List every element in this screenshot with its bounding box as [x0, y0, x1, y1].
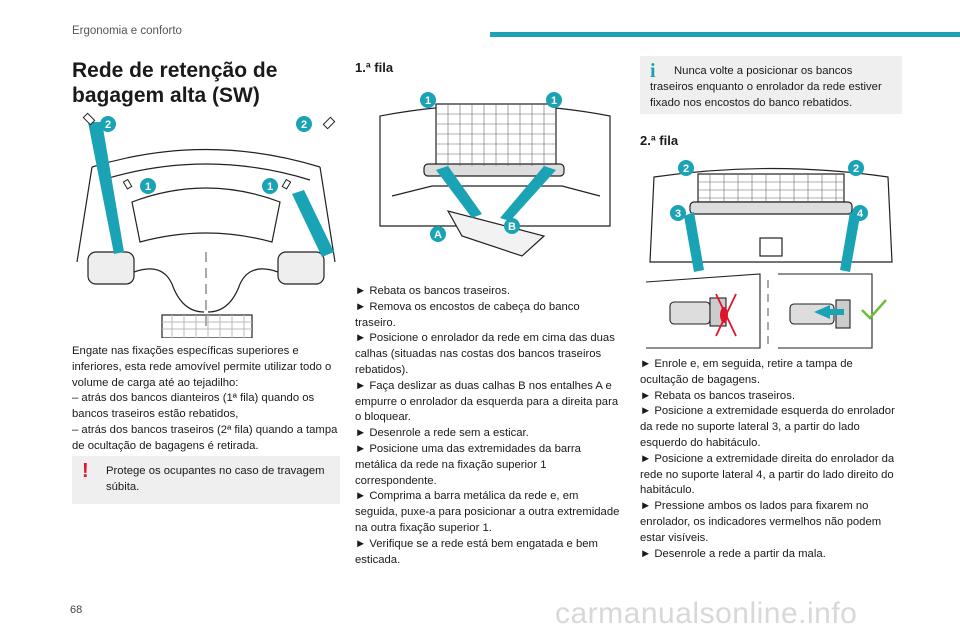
figure-badge-2-right-label: 2: [853, 163, 859, 175]
left-body: Engate nas fixações específicas superior…: [72, 344, 340, 455]
step-item: ► Enrole e, em seguida, retire a tampa d…: [640, 358, 853, 386]
figure-badge-1-right-label: 1: [267, 181, 273, 193]
first-row-net-illustration: 1 1 B A: [379, 92, 611, 257]
figure-badge-2-left-label: 2: [105, 119, 111, 131]
figure-badge-1-left: [140, 178, 156, 194]
left-list-item: – atrás dos bancos dianteiros (1ª fila) …: [72, 392, 315, 421]
step-item: ► Pressione ambos os lados para fixarem …: [640, 500, 882, 544]
figure-badge-1-left-label: 1: [425, 95, 431, 107]
middle-steps: ► Rebata os bancos traseiros. ► Remova o…: [355, 284, 623, 568]
info-note: i Nunca volte a posicionar os bancos tra…: [640, 56, 902, 114]
section-header: Ergonomia e conforto: [72, 25, 182, 37]
second-row-net-illustration: 2 2 3 4: [645, 160, 893, 349]
step-item: ► Comprima a barra metálica da rede e, e…: [355, 490, 620, 534]
figure-badge-2-left: [100, 116, 116, 132]
warning-text: Protege os ocupantes no caso de travagem…: [106, 465, 325, 493]
heading-2a-fila: 2.ª fila: [640, 133, 679, 148]
page-number: 68: [70, 604, 83, 616]
figure-badge-1-left-label: 1: [145, 181, 151, 193]
right-steps: ► Enrole e, em seguida, retire a tampa d…: [640, 357, 902, 562]
intro-paragraph: Engate nas fixações específicas superior…: [72, 345, 332, 389]
figure-badge-3: [670, 205, 686, 221]
step-item: ► Posicione uma das extremidades da barr…: [355, 442, 581, 487]
figure-badge-2-left-label: 2: [683, 163, 689, 175]
watermark-text: carmanualsonline.info: [555, 597, 858, 630]
figure-badge-1-right-label: 1: [551, 95, 557, 107]
figure-badge-2-right-label: 2: [301, 119, 307, 131]
step-item: ► Verifique se a rede está bem engatada …: [355, 537, 598, 566]
figure-badge-1-right: [262, 178, 278, 194]
check-icon: [861, 299, 887, 320]
heading-1a-fila: 1.ª fila: [355, 60, 394, 75]
figure-badge-2-left: [678, 160, 694, 176]
warning-note: ! Protege os ocupantes no caso de travag…: [72, 456, 340, 504]
step-item: ► Remova os encostos de cabeça do banco …: [355, 300, 580, 329]
step-item: ► Rebata os bancos traseiros.: [640, 389, 795, 402]
figure-badge-3-label: 3: [675, 208, 681, 220]
step-item: ► Posicione a extremidade esquerda do en…: [640, 405, 895, 449]
figure-badge-2-right: [848, 160, 864, 176]
figure-badge-A: [430, 226, 446, 242]
header-accent-bar: [490, 32, 960, 37]
figure-badge-1-right: [546, 92, 562, 108]
figure-badge-A-label: A: [434, 229, 442, 241]
step-item: ► Desenrole a rede sem a esticar.: [355, 427, 529, 440]
left-list-item: – atrás dos bancos traseiros (2ª fila) q…: [72, 423, 338, 452]
figure-badge-4-label: 4: [857, 208, 864, 220]
page-title: Rede de retenção de bagagem alta (SW): [72, 59, 278, 107]
info-text: Nunca volte a posicionar os bancos trase…: [650, 65, 882, 109]
warning-icon: !: [82, 460, 89, 482]
step-item: ► Posicione o enrolador da rede em cima …: [355, 332, 615, 376]
figure-badge-4: [852, 205, 868, 221]
step-item: ► Rebata os bancos traseiros.: [355, 285, 510, 297]
info-icon: i: [650, 60, 656, 82]
step-item: ► Faça deslizar as duas calhas B nos ent…: [355, 379, 619, 424]
figure-badge-B-label: B: [508, 221, 516, 233]
rear-cabin-net-anchors-illustration: 2 2 1 1: [76, 112, 336, 338]
step-item: ► Desenrole a rede a partir da mala.: [640, 547, 826, 560]
figure-badge-B: [504, 218, 520, 234]
figure-badge-2-right: [296, 116, 312, 132]
step-item: ► Posicione a extremidade direita do enr…: [640, 452, 895, 497]
figure-badge-1-left: [420, 92, 436, 108]
